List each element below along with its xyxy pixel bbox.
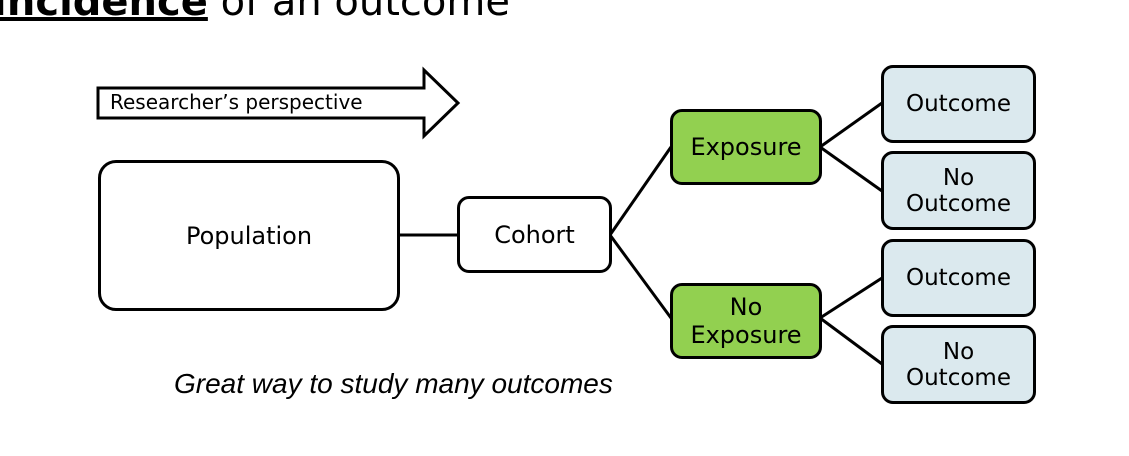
- title-rest: of an outcome: [207, 0, 510, 25]
- connector-exposure-no-outcome: [819, 145, 883, 193]
- outcome-box-2: Outcome: [881, 239, 1036, 317]
- slide-title: Incidence of an outcome: [0, 0, 510, 26]
- population-box: Population: [98, 160, 400, 311]
- no-outcome-box-1: No Outcome: [881, 151, 1036, 230]
- no-exposure-line2: Exposure: [690, 321, 802, 349]
- title-emphasis: Incidence: [0, 0, 208, 25]
- cohort-box: Cohort: [457, 196, 612, 273]
- population-label: Population: [185, 221, 313, 250]
- outcome-box-1: Outcome: [881, 65, 1036, 143]
- connector-no-exposure-no-outcome: [819, 316, 883, 366]
- perspective-arrow: [96, 66, 461, 140]
- exposure-label: Exposure: [690, 133, 802, 161]
- caption: Great way to study many outcomes: [174, 368, 613, 399]
- no-exposure-box: No Exposure: [670, 283, 822, 359]
- no-outcome-box-2: No Outcome: [881, 325, 1036, 404]
- no-outcome-1-line2: Outcome: [906, 190, 1011, 217]
- connector-exposure-outcome: [819, 101, 883, 149]
- outcome-1-label: Outcome: [906, 91, 1011, 117]
- connector-no-exposure-outcome: [819, 276, 883, 320]
- cohort-label: Cohort: [494, 220, 575, 249]
- arrow-label: Researcher’s perspective: [110, 90, 363, 114]
- connector-cohort-exposure: [608, 146, 673, 236]
- no-outcome-1-line1: No: [942, 164, 975, 191]
- no-outcome-2-line2: Outcome: [906, 364, 1011, 391]
- outcome-2-label: Outcome: [906, 265, 1011, 291]
- exposure-box: Exposure: [670, 109, 822, 185]
- no-outcome-2-line1: No: [942, 338, 975, 365]
- connector-cohort-no-exposure: [608, 234, 673, 319]
- no-exposure-line1: No: [729, 293, 763, 321]
